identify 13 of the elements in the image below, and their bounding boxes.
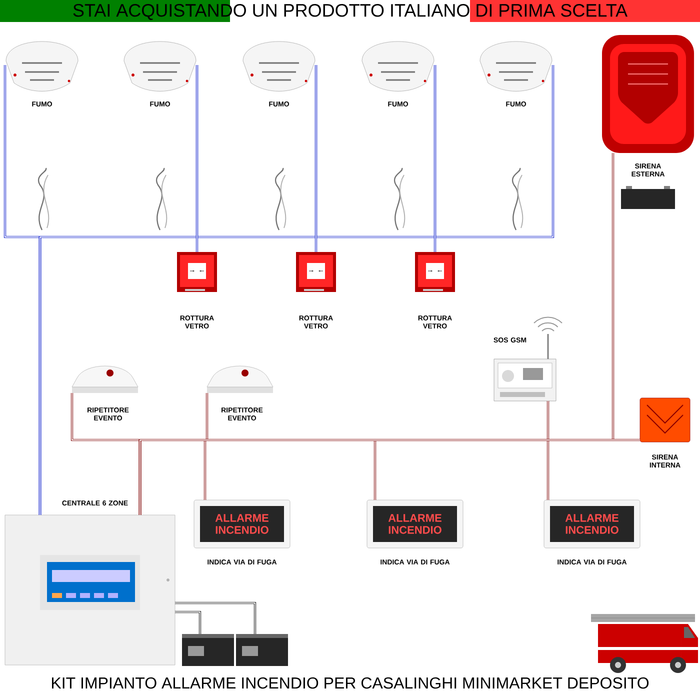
wire (434, 64, 436, 252)
battery (236, 634, 288, 666)
battery (182, 634, 234, 666)
caption: KIT IMPIANTO ALLARME INCENDIO PER CASALINGHI MINIMARKET DEPOSITO (52, 677, 649, 689)
wire (196, 64, 198, 252)
wire (138, 438, 640, 516)
exit-sign: ALLARME INCENDIO (544, 500, 640, 548)
wire (314, 64, 318, 252)
wire (38, 64, 554, 516)
exit-sign: ALLARME INCENDIO (194, 500, 290, 548)
wire (174, 602, 256, 634)
wire (174, 610, 202, 634)
exit-sign: ALLARME INCENDIO (366, 500, 464, 548)
